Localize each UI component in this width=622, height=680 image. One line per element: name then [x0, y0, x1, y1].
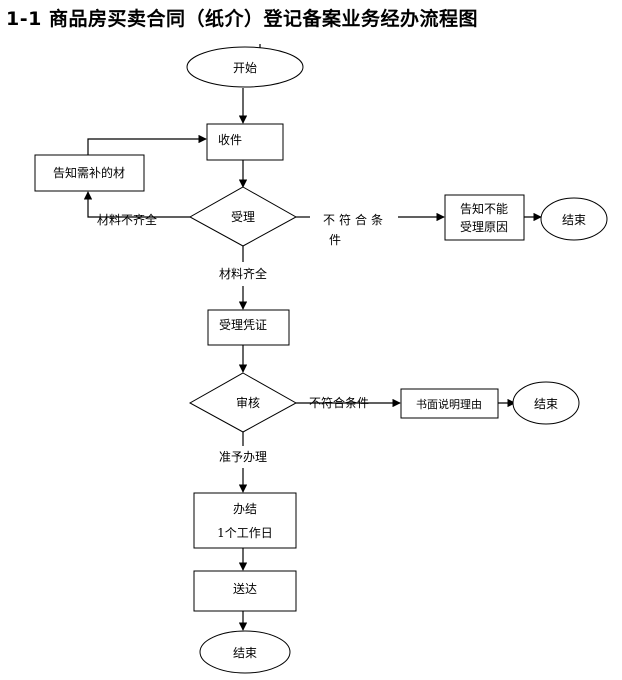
node-receipt: 受理凭证 — [207, 309, 290, 346]
page-title: 1-1 商品房买卖合同（纸介）登记备案业务经办流程图 — [6, 8, 478, 30]
node-notify-supplement-label: 告知需补的材 — [53, 165, 125, 180]
node-end-bottom: 结束 — [199, 630, 291, 674]
connectors — [83, 44, 542, 631]
node-notify-reject: 告知不能 受理原因 — [444, 194, 525, 241]
node-end-top: 结束 — [540, 197, 608, 241]
node-complete-line1: 办结 — [233, 501, 257, 516]
arrow-accept-to-supplement — [83, 191, 190, 218]
node-written-reason: 书面说明理由 — [400, 388, 499, 419]
node-start-label: 开始 — [233, 61, 257, 75]
node-receive-label: 收件 — [218, 133, 242, 147]
edge-label-not-qualified-1-wrap: 件 — [329, 233, 341, 247]
node-end-mid: 结束 — [512, 381, 580, 425]
edge-label-not-qualified-1: 不符合条 — [323, 212, 387, 227]
edge-label-not-qualified-2: 不符合条件 — [309, 395, 369, 410]
node-deliver-label: 送达 — [233, 581, 257, 596]
node-accept-label: 受理 — [231, 210, 255, 224]
node-review: 审核 — [188, 372, 298, 433]
node-receive: 收件 — [206, 123, 284, 161]
node-notify-reject-line2: 受理原因 — [460, 220, 508, 234]
node-complete: 办结 1个工作日 — [193, 492, 297, 549]
node-end-mid-label: 结束 — [534, 397, 558, 411]
node-accept: 受理 — [188, 186, 298, 247]
node-review-label: 审核 — [236, 395, 260, 410]
node-end-top-label: 结束 — [562, 213, 586, 227]
edge-label-complete: 材料齐全 — [219, 266, 267, 281]
edge-label-approved: 准予办理 — [219, 449, 267, 464]
node-written-reason-label: 书面说明理由 — [416, 397, 482, 411]
node-complete-line2: 1个工作日 — [217, 526, 273, 540]
node-receipt-label: 受理凭证 — [219, 317, 267, 332]
node-start: 开始 — [186, 46, 304, 88]
node-notify-reject-line1: 告知不能 — [460, 202, 508, 216]
node-notify-supplement: 告知需补的材 — [34, 154, 145, 192]
edge-label-incomplete: 材料不齐全 — [97, 212, 157, 227]
node-deliver: 送达 — [193, 570, 297, 612]
node-end-bottom-label: 结束 — [233, 646, 257, 660]
arrow-supplement-to-receive — [87, 134, 207, 156]
